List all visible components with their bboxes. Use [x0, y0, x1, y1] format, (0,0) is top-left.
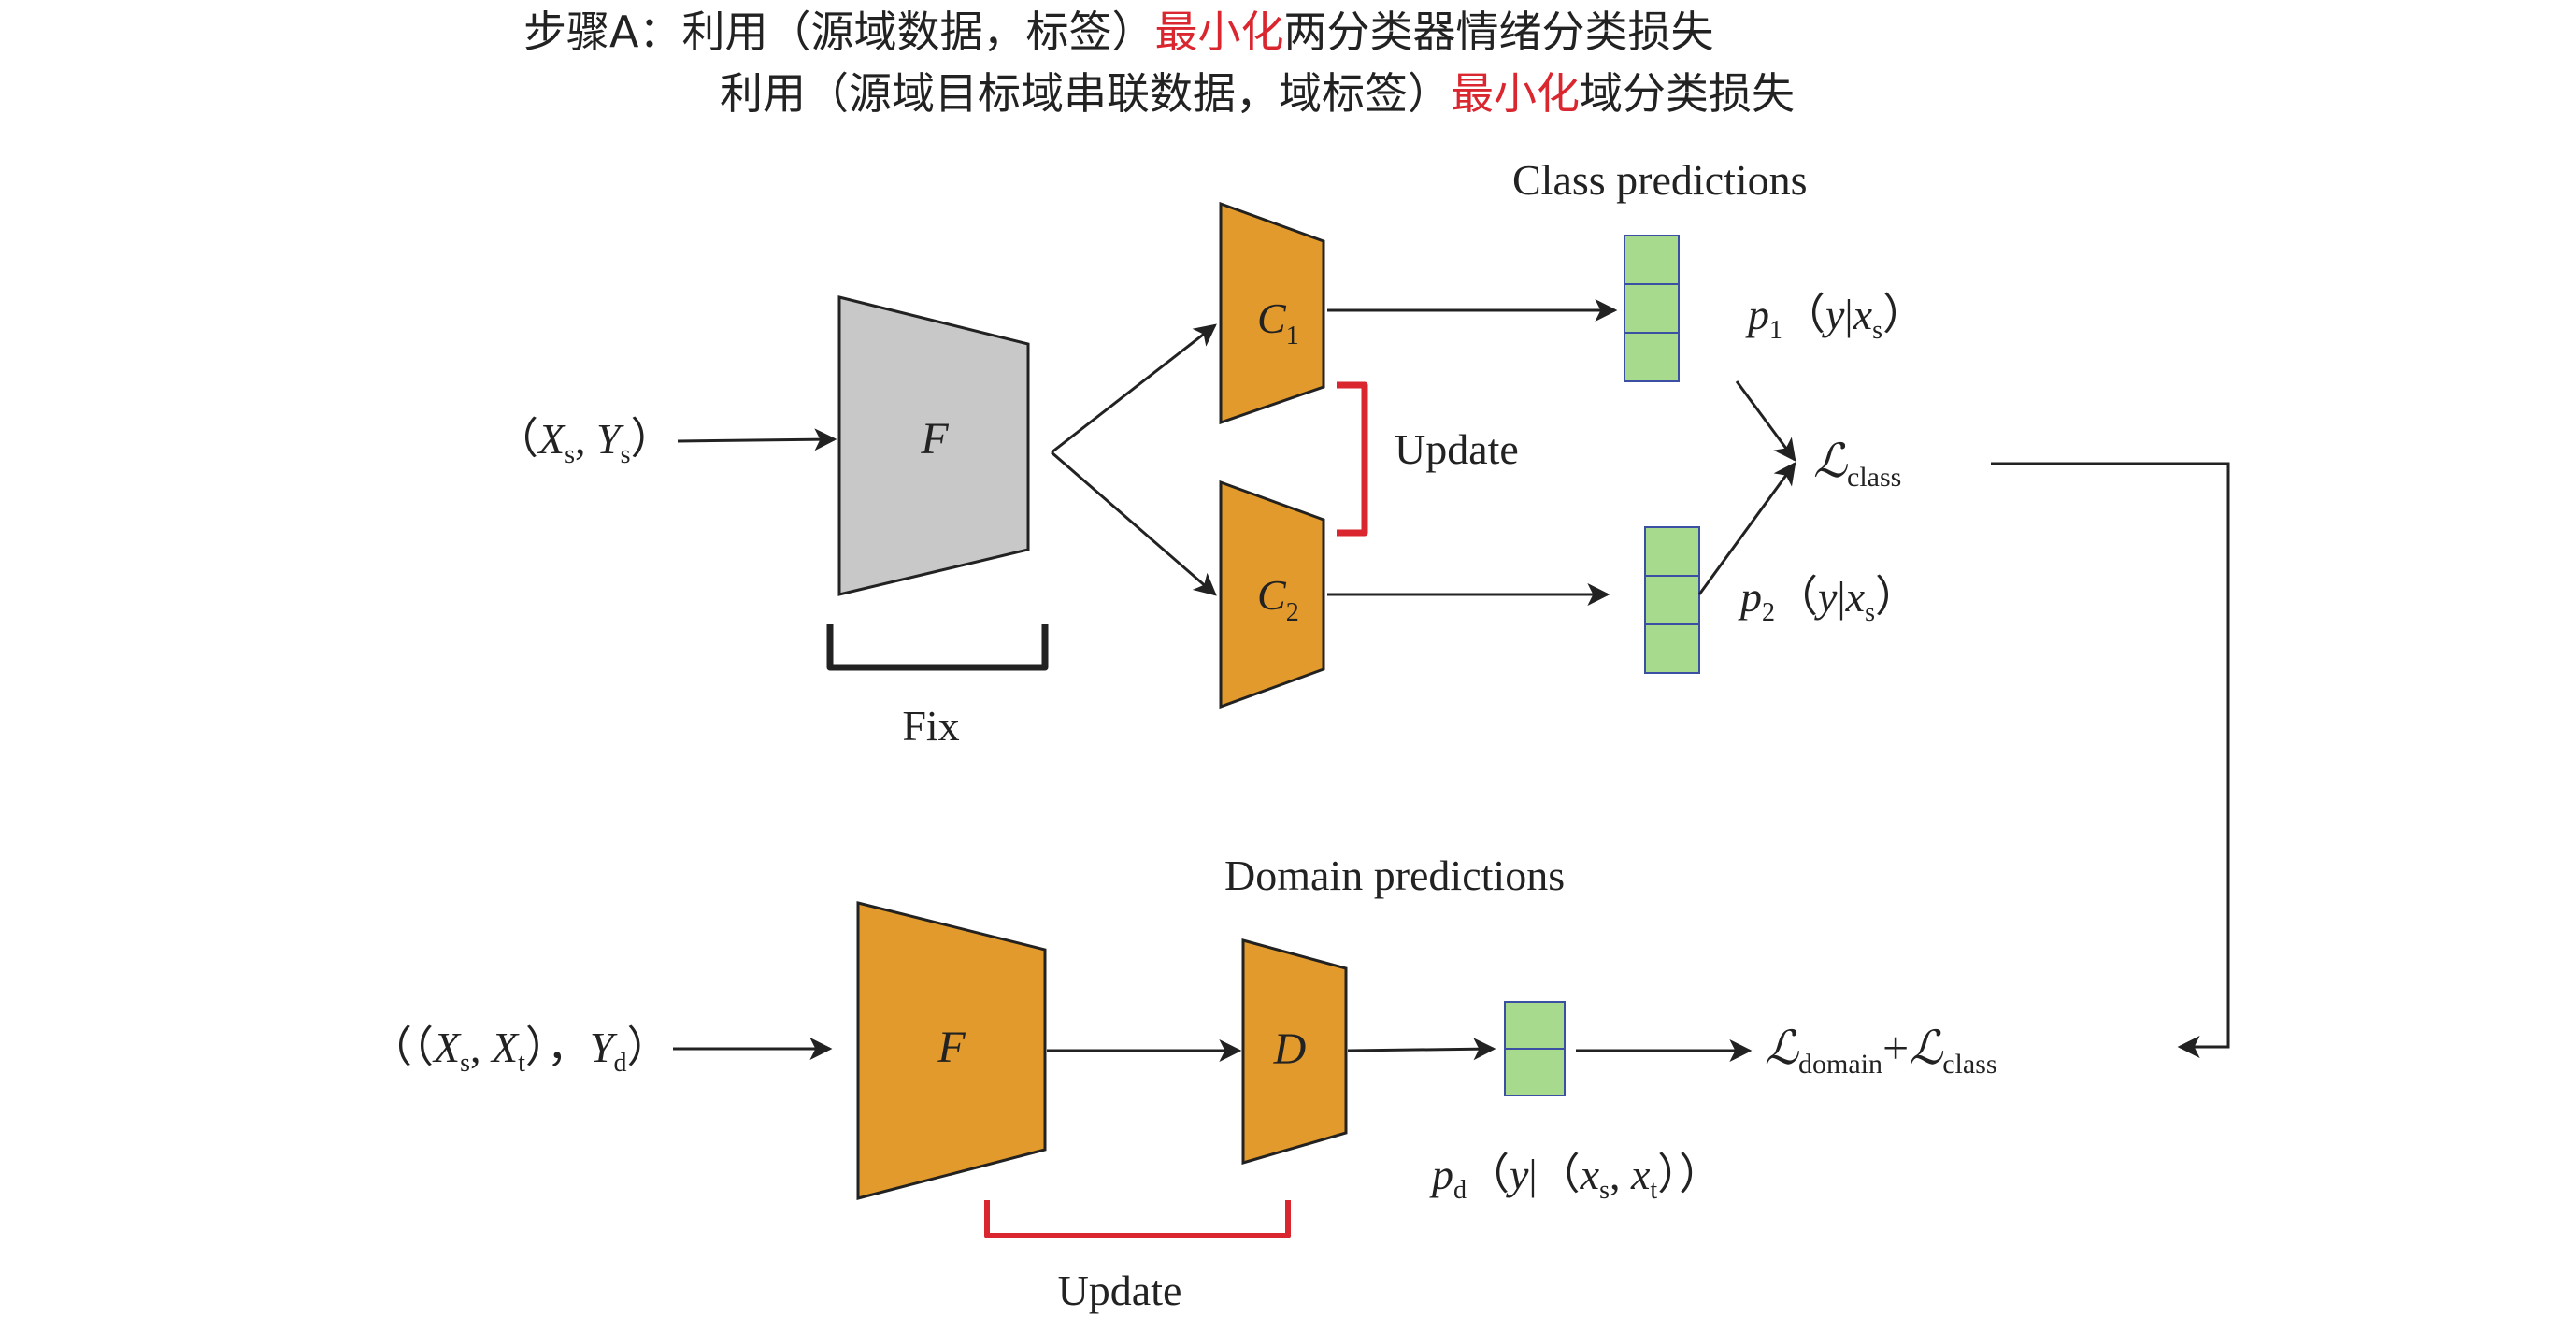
arrow-pred1-to-loss [1735, 380, 1796, 462]
pred-d-cell-1 [1504, 1001, 1566, 1050]
arrow-loss-feedback [1991, 462, 2230, 1058]
feature-extractor-trainable-label: F [937, 1023, 966, 1072]
update-bracket-top [1337, 381, 1368, 537]
bottom-input-label: （（Xs, Xt），Yd） [369, 1024, 670, 1078]
pred2-cell-2 [1644, 575, 1700, 625]
classifier-c2 [1219, 480, 1325, 709]
pred1-cell-1 [1624, 235, 1680, 285]
arrow-feature-to-c2 [1051, 451, 1217, 596]
arrow-feature-to-c1 [1051, 323, 1217, 454]
pred2-cell-3 [1644, 623, 1700, 674]
p2-label: p2（y|xs） [1738, 573, 1918, 627]
pred-d-cell-2 [1504, 1048, 1566, 1096]
p1-label: p1（y|xs） [1745, 291, 1925, 345]
pred1-cell-2 [1624, 283, 1680, 334]
arrow-input-to-feature [677, 428, 837, 451]
domain-prediction-vector [1504, 1001, 1566, 1096]
class-prediction-vector-2 [1644, 526, 1700, 674]
header-line-2: 利用（源域目标域串联数据，域标签）最小化域分类损失 [720, 68, 1795, 119]
domain-loss-label: ℒdomain+ℒclass [1765, 1022, 1997, 1080]
feature-extractor-fixed [837, 295, 1030, 596]
classifier-c2-label: C2 [1257, 571, 1299, 627]
update-bracket-bottom [984, 1200, 1291, 1238]
domain-discriminator [1241, 938, 1348, 1165]
class-prediction-vector-1 [1624, 235, 1680, 382]
pred1-cell-3 [1624, 332, 1680, 382]
header: 步骤A：利用（源域数据，标签）最小化两分类器情绪分类损失 利用（源域目标域串联数… [523, 7, 1795, 119]
header-line-1: 步骤A：利用（源域数据，标签）最小化两分类器情绪分类损失 [523, 7, 1713, 57]
top-pipeline: （Xs, Ys） F Fix C1 C2 Update Class predic… [495, 156, 2230, 1058]
feature-extractor-label: F [920, 414, 949, 464]
class-predictions-label: Class predictions [1512, 156, 1808, 204]
domain-discriminator-label: D [1273, 1024, 1307, 1074]
fix-label: Fix [902, 702, 959, 750]
feature-extractor-trainable [856, 901, 1047, 1200]
fix-bracket [826, 624, 1049, 671]
pd-label: pd（y|（xs, xt）） [1429, 1151, 1722, 1205]
pred2-cell-1 [1644, 526, 1700, 577]
class-loss-label: ℒclass [1813, 435, 1901, 493]
bottom-pipeline: （（Xs, Xt），Yd） F D Update Domain predicti… [369, 852, 1997, 1314]
update-label-bottom: Update [1058, 1267, 1182, 1314]
top-input-label: （Xs, Ys） [495, 415, 674, 469]
update-label-top: Update [1395, 425, 1519, 473]
classifier-c1 [1219, 201, 1325, 425]
arrow-discriminator-to-pred [1347, 1038, 1496, 1061]
arrow-pred2-to-loss [1697, 462, 1796, 595]
classifier-c1-label: C1 [1257, 294, 1299, 351]
domain-predictions-label: Domain predictions [1224, 852, 1565, 899]
